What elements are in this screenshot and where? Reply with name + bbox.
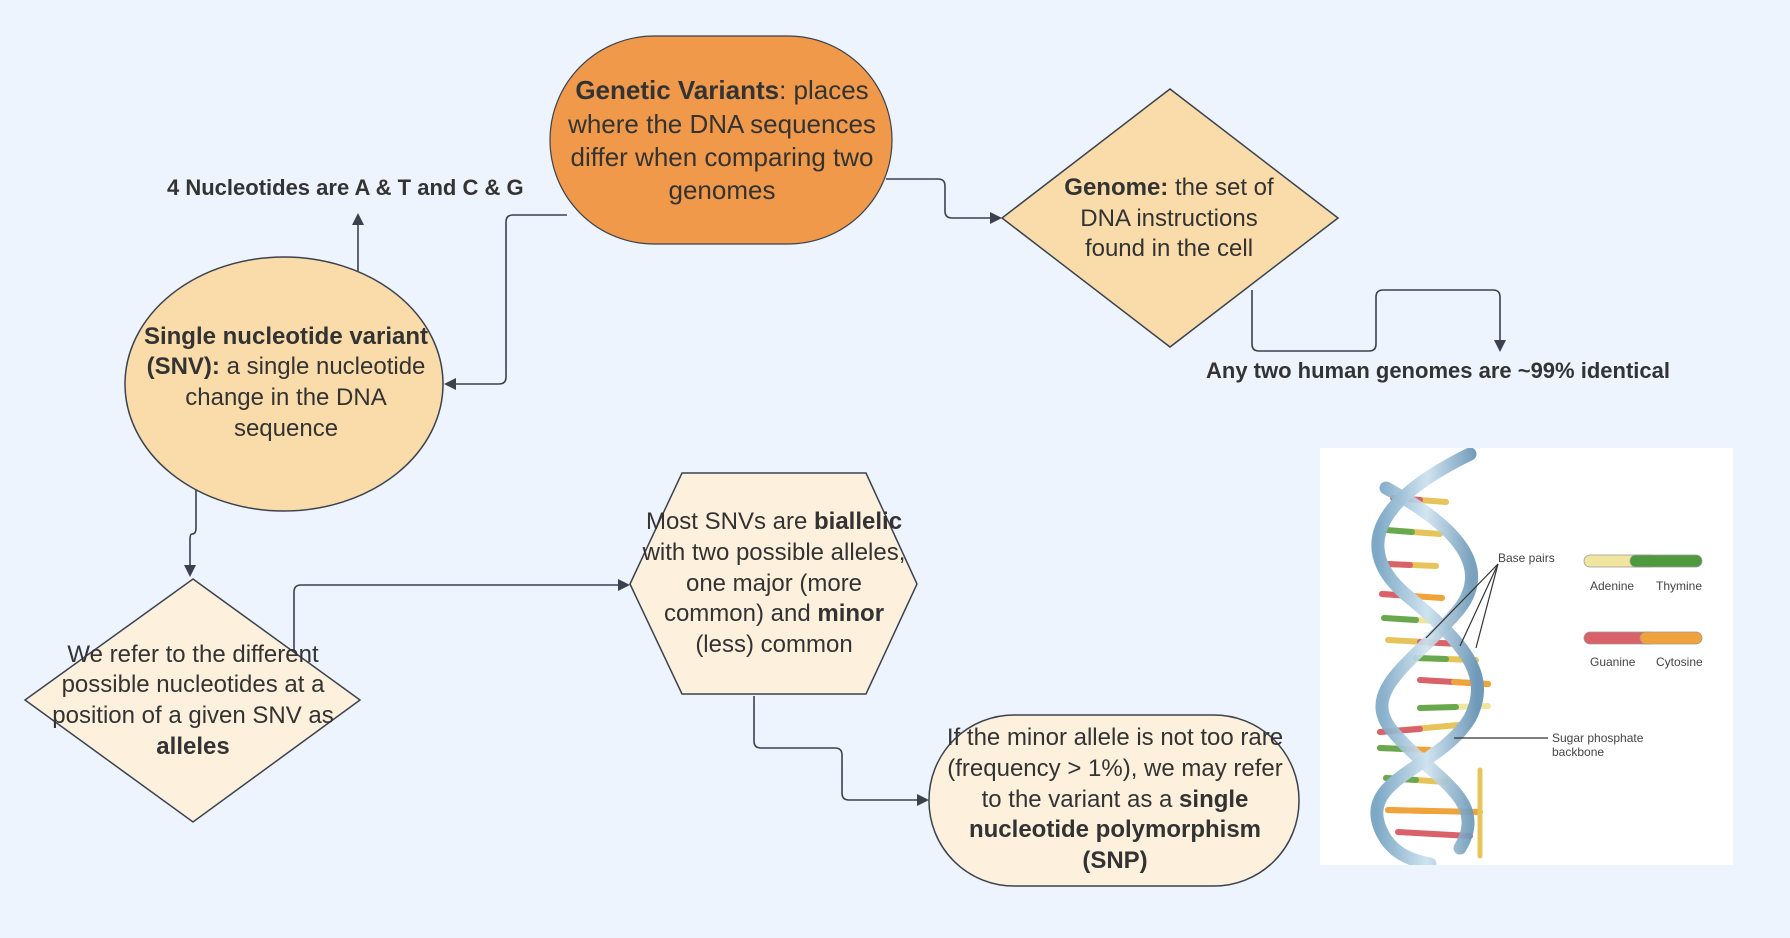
adenine-label: Adenine xyxy=(1590,579,1634,593)
snp-text: If the minor allele is not too rare (fre… xyxy=(946,724,1284,813)
genome-node[interactable]: Genome: the set of DNA instructions foun… xyxy=(1048,148,1290,290)
snp-node[interactable]: If the minor allele is not too rare (fre… xyxy=(940,720,1290,880)
snv-title: Single nucleotide variant (SNV): xyxy=(143,322,429,381)
cytosine-label: Cytosine xyxy=(1656,655,1703,669)
central-node[interactable]: Genetic Variants: places where the DNA s… xyxy=(558,48,886,234)
arrow-snv-to-alleles xyxy=(184,490,197,577)
backbone-label-1: Sugar phosphate xyxy=(1552,731,1644,745)
thymine-label: Thymine xyxy=(1656,579,1702,593)
alleles-bold: alleles xyxy=(156,732,230,760)
key-guanine-cytosine xyxy=(1583,631,1703,645)
arrow-alleles-to-biallelic xyxy=(293,579,630,650)
guanine-label: Guanine xyxy=(1590,655,1636,669)
biallelic-bold: biallelic xyxy=(814,508,903,536)
arrow-biallelic-to-snp xyxy=(753,696,929,806)
genome-title: Genome: xyxy=(1064,173,1169,201)
snp-bold: single nucleotide polymorphism (SNP) xyxy=(968,785,1262,875)
alleles-text: We refer to the different possible nucle… xyxy=(52,640,334,729)
backbone-strand-2 xyxy=(1375,481,1478,855)
snv-node[interactable]: Single nucleotide variant (SNV): a singl… xyxy=(138,316,434,450)
central-text: : places where the DNA sequences differ … xyxy=(568,75,876,206)
biallelic-text-2: with two possible alleles, one major (mo… xyxy=(642,538,906,628)
backbone-label-2: backbone xyxy=(1552,745,1604,759)
genome-shape xyxy=(1000,88,1340,348)
arrow-central-to-genome xyxy=(886,178,1002,224)
base-pairs-label: Base pairs xyxy=(1498,551,1555,565)
biallelic-shape xyxy=(629,472,918,695)
snv-text: a single nucleotide change in the DNA se… xyxy=(185,353,426,442)
key-adenine-thymine xyxy=(1583,554,1703,568)
biallelic-text-1: Most SNVs are xyxy=(645,508,814,536)
alleles-shape xyxy=(23,578,362,823)
genome-text: the set of DNA instructions found in the… xyxy=(1080,173,1274,263)
alleles-node[interactable]: We refer to the different possible nucle… xyxy=(47,586,339,816)
central-shape xyxy=(549,35,893,245)
backbone-strand-1 xyxy=(1370,447,1484,871)
nucleotides-label: 4 Nucleotides are A & T and C & G xyxy=(167,175,524,200)
biallelic-node[interactable]: Most SNVs are biallelic with two possibl… xyxy=(642,480,906,688)
dna-illustration: Base pairs Sugar phosphate backbone Aden… xyxy=(1320,447,1733,871)
biallelic-text-3: (less) common xyxy=(695,631,853,659)
central-title: Genetic Variants xyxy=(575,75,780,106)
minor-bold: minor xyxy=(817,600,885,628)
identical-label: Any two human genomes are ~99% identical xyxy=(1206,358,1670,383)
arrow-central-to-snv xyxy=(444,214,567,390)
snv-shape xyxy=(124,256,444,512)
arrow-genome-to-identical xyxy=(1251,289,1506,352)
snp-shape xyxy=(928,714,1300,887)
